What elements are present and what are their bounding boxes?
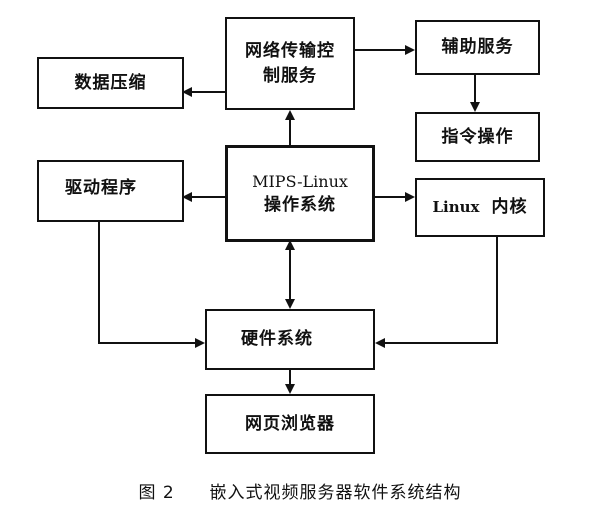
network-control-box: 网络传输控 制服务: [225, 17, 355, 110]
caption-title: 嵌入式视频服务器软件系统结构: [209, 483, 462, 503]
linux-kernel-cn: 内核: [491, 197, 528, 218]
aux-service-label: 辅助服务: [441, 37, 514, 58]
aux-service-box: 辅助服务: [415, 20, 540, 75]
data-compress-label: 数据压缩: [74, 72, 147, 93]
instruction-op-box: 指令操作: [415, 112, 540, 162]
instruction-op-label: 指令操作: [441, 126, 514, 147]
os-label-line2: 操作系统: [264, 194, 336, 215]
driver-box: 驱动程序: [37, 160, 184, 222]
os-label-line1: MIPS-Linux: [252, 171, 348, 191]
caption-number: 图 2: [138, 483, 175, 503]
web-browser-box: 网页浏览器: [205, 394, 375, 454]
arrow-driver-to-hardware: [98, 222, 205, 348]
hardware-box: 硬件系统: [205, 309, 375, 370]
os-box: MIPS-Linux 操作系统: [225, 145, 375, 242]
network-control-label: 网络传输控 制服务: [245, 40, 335, 86]
arrow-kernel-to-hardware: [375, 237, 498, 348]
hardware-label: 硬件系统: [241, 329, 313, 350]
web-browser-label: 网页浏览器: [245, 413, 335, 434]
linux-kernel-box: Linux 内核: [415, 178, 545, 237]
data-compress-box: 数据压缩: [37, 57, 184, 109]
linux-kernel-latin: Linux: [432, 197, 480, 216]
figure-caption: 图 2 嵌入式视频服务器软件系统结构: [0, 478, 600, 503]
driver-label: 驱动程序: [65, 178, 137, 198]
